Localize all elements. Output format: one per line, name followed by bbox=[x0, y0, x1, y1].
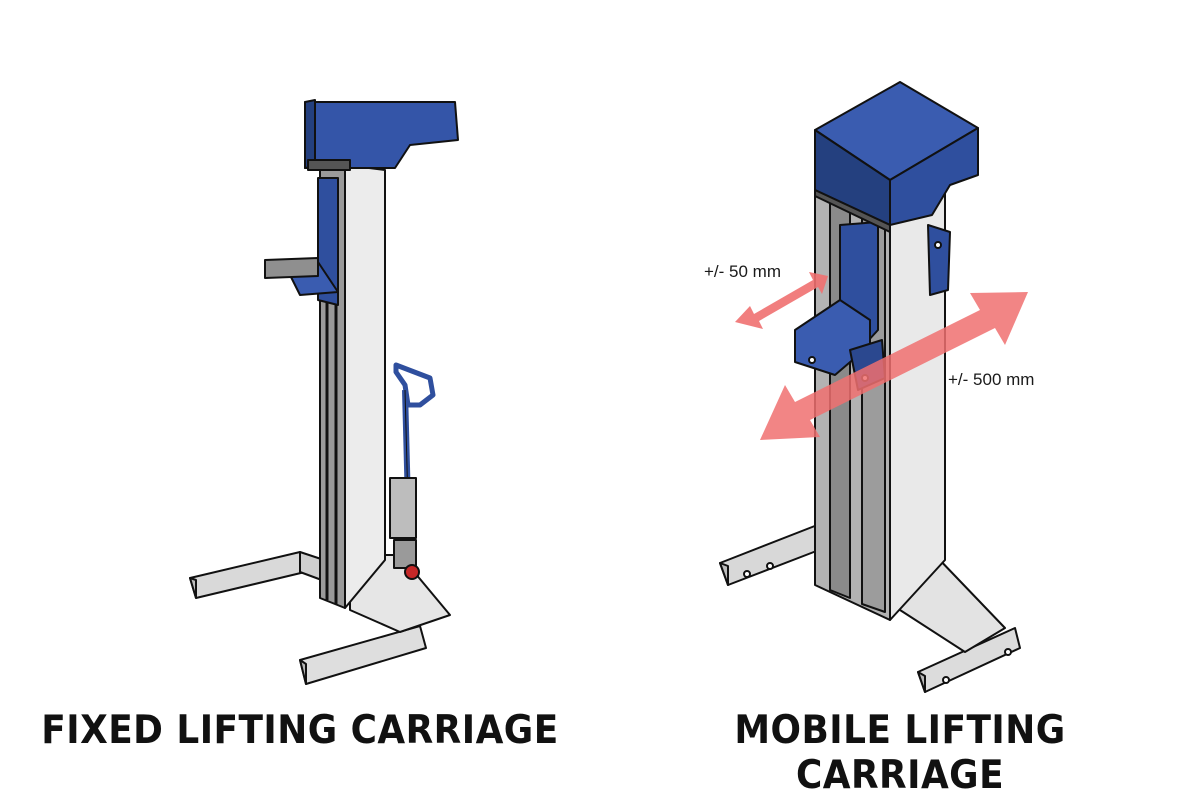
large-range-label: +/- 500 mm bbox=[948, 370, 1035, 389]
fixed-carriage-panel: FIXED LIFTING CARRIAGE bbox=[41, 99, 559, 753]
pump-handle bbox=[389, 362, 436, 580]
small-range-label: +/- 50 mm bbox=[704, 262, 781, 281]
mobile-carriage-panel: +/- 50 mm +/- 500 mm MOBILE LIFTING CARR… bbox=[600, 0, 1200, 800]
fixed-lifting-column-illustration bbox=[189, 99, 459, 685]
mobile-top-block bbox=[814, 81, 979, 233]
mobile-caption: MOBILE LIFTING CARRIAGE bbox=[734, 708, 1066, 798]
mobile-carriage bbox=[794, 221, 951, 391]
large-range-arrow bbox=[760, 292, 1028, 440]
mobile-base-legs bbox=[719, 521, 1021, 693]
small-range-arrow bbox=[735, 272, 828, 329]
mobile-lifting-column-illustration bbox=[719, 81, 1028, 693]
fixed-caption: FIXED LIFTING CARRIAGE bbox=[41, 708, 559, 753]
fixed-carriage bbox=[264, 99, 459, 306]
